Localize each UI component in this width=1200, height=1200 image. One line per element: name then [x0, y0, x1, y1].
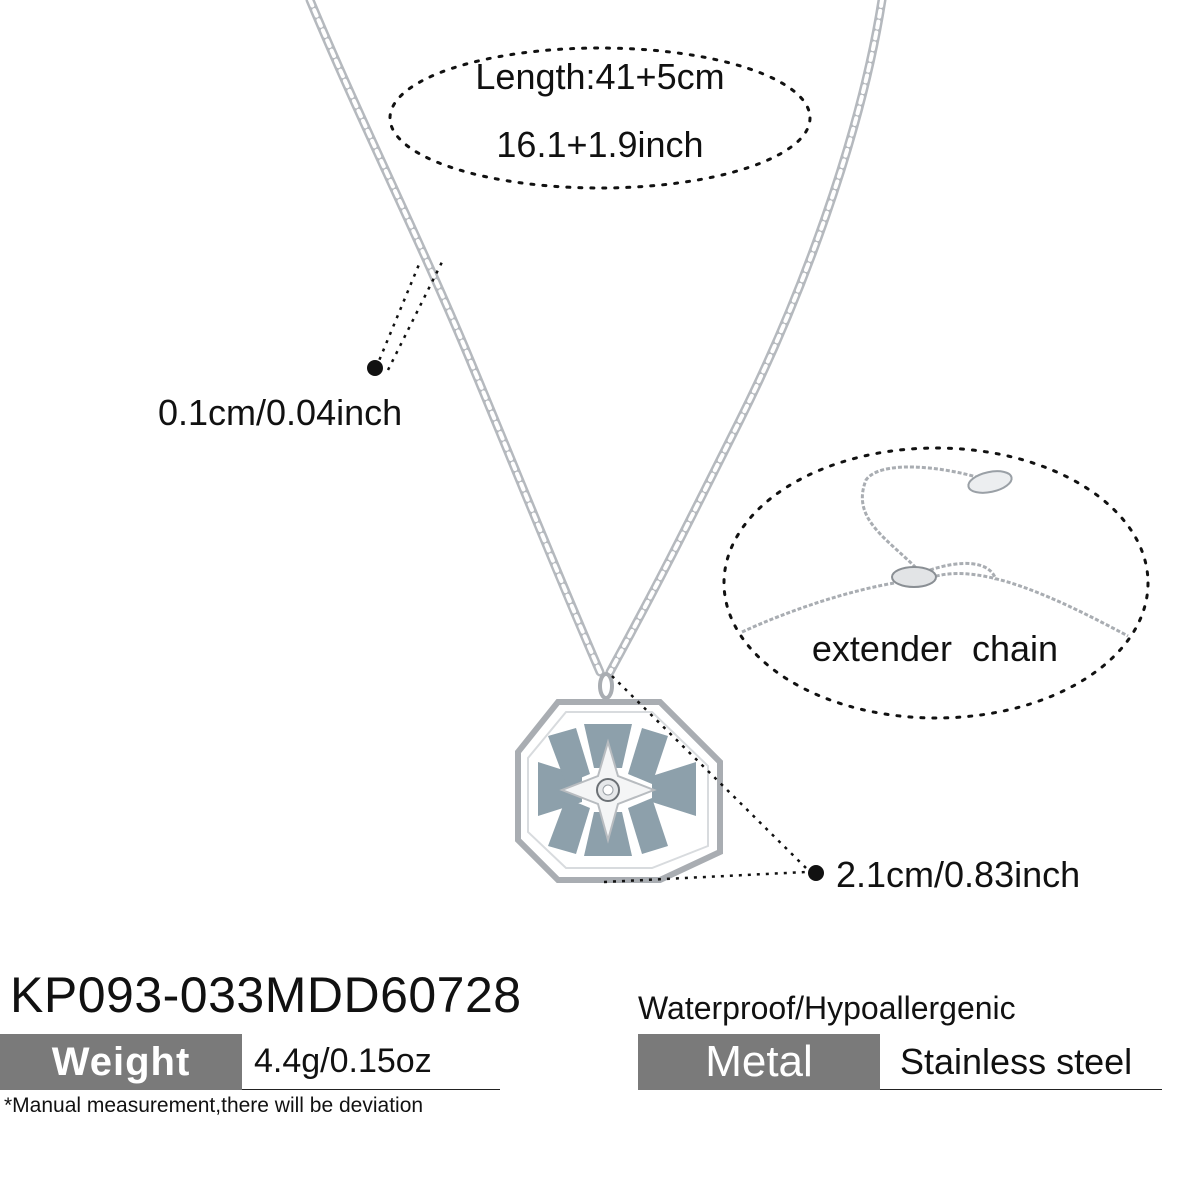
pendant-size-pointer [603, 675, 824, 884]
extender-chain-label: extender chain [811, 628, 1059, 669]
chain [305, 0, 887, 677]
metal-spec-row: Metal Stainless steel [638, 1034, 1162, 1090]
length-inch-label: 16.1+1.9inch [496, 124, 704, 165]
length-cm-label: Length:41+5cm [475, 56, 725, 97]
weight-label: Weight [0, 1034, 242, 1090]
metal-label: Metal [638, 1034, 880, 1090]
chain-width-label: 0.1cm/0.04inch [158, 392, 403, 433]
measurement-disclaimer: *Manual measurement,there will be deviat… [4, 1094, 424, 1117]
extender-tag-icon [967, 470, 1013, 494]
dot-marker-icon [367, 360, 383, 376]
product-sku: KP093-033MDD60728 [10, 967, 522, 1023]
weight-value: 4.4g/0.15oz [242, 1034, 500, 1090]
length-callout-oval [388, 46, 812, 190]
dot-marker-icon [808, 865, 824, 881]
features-text: Waterproof/Hypoallergenic [638, 990, 1016, 1026]
weight-spec-row: Weight 4.4g/0.15oz [0, 1034, 500, 1090]
octagon-star-pendant-icon [515, 672, 723, 883]
metal-value: Stainless steel [880, 1034, 1162, 1090]
pendant-size-label: 2.1cm/0.83inch [836, 854, 1081, 895]
lobster-clasp-icon [891, 566, 937, 588]
chain-width-pointer [367, 257, 446, 376]
extender-callout [722, 446, 1150, 720]
